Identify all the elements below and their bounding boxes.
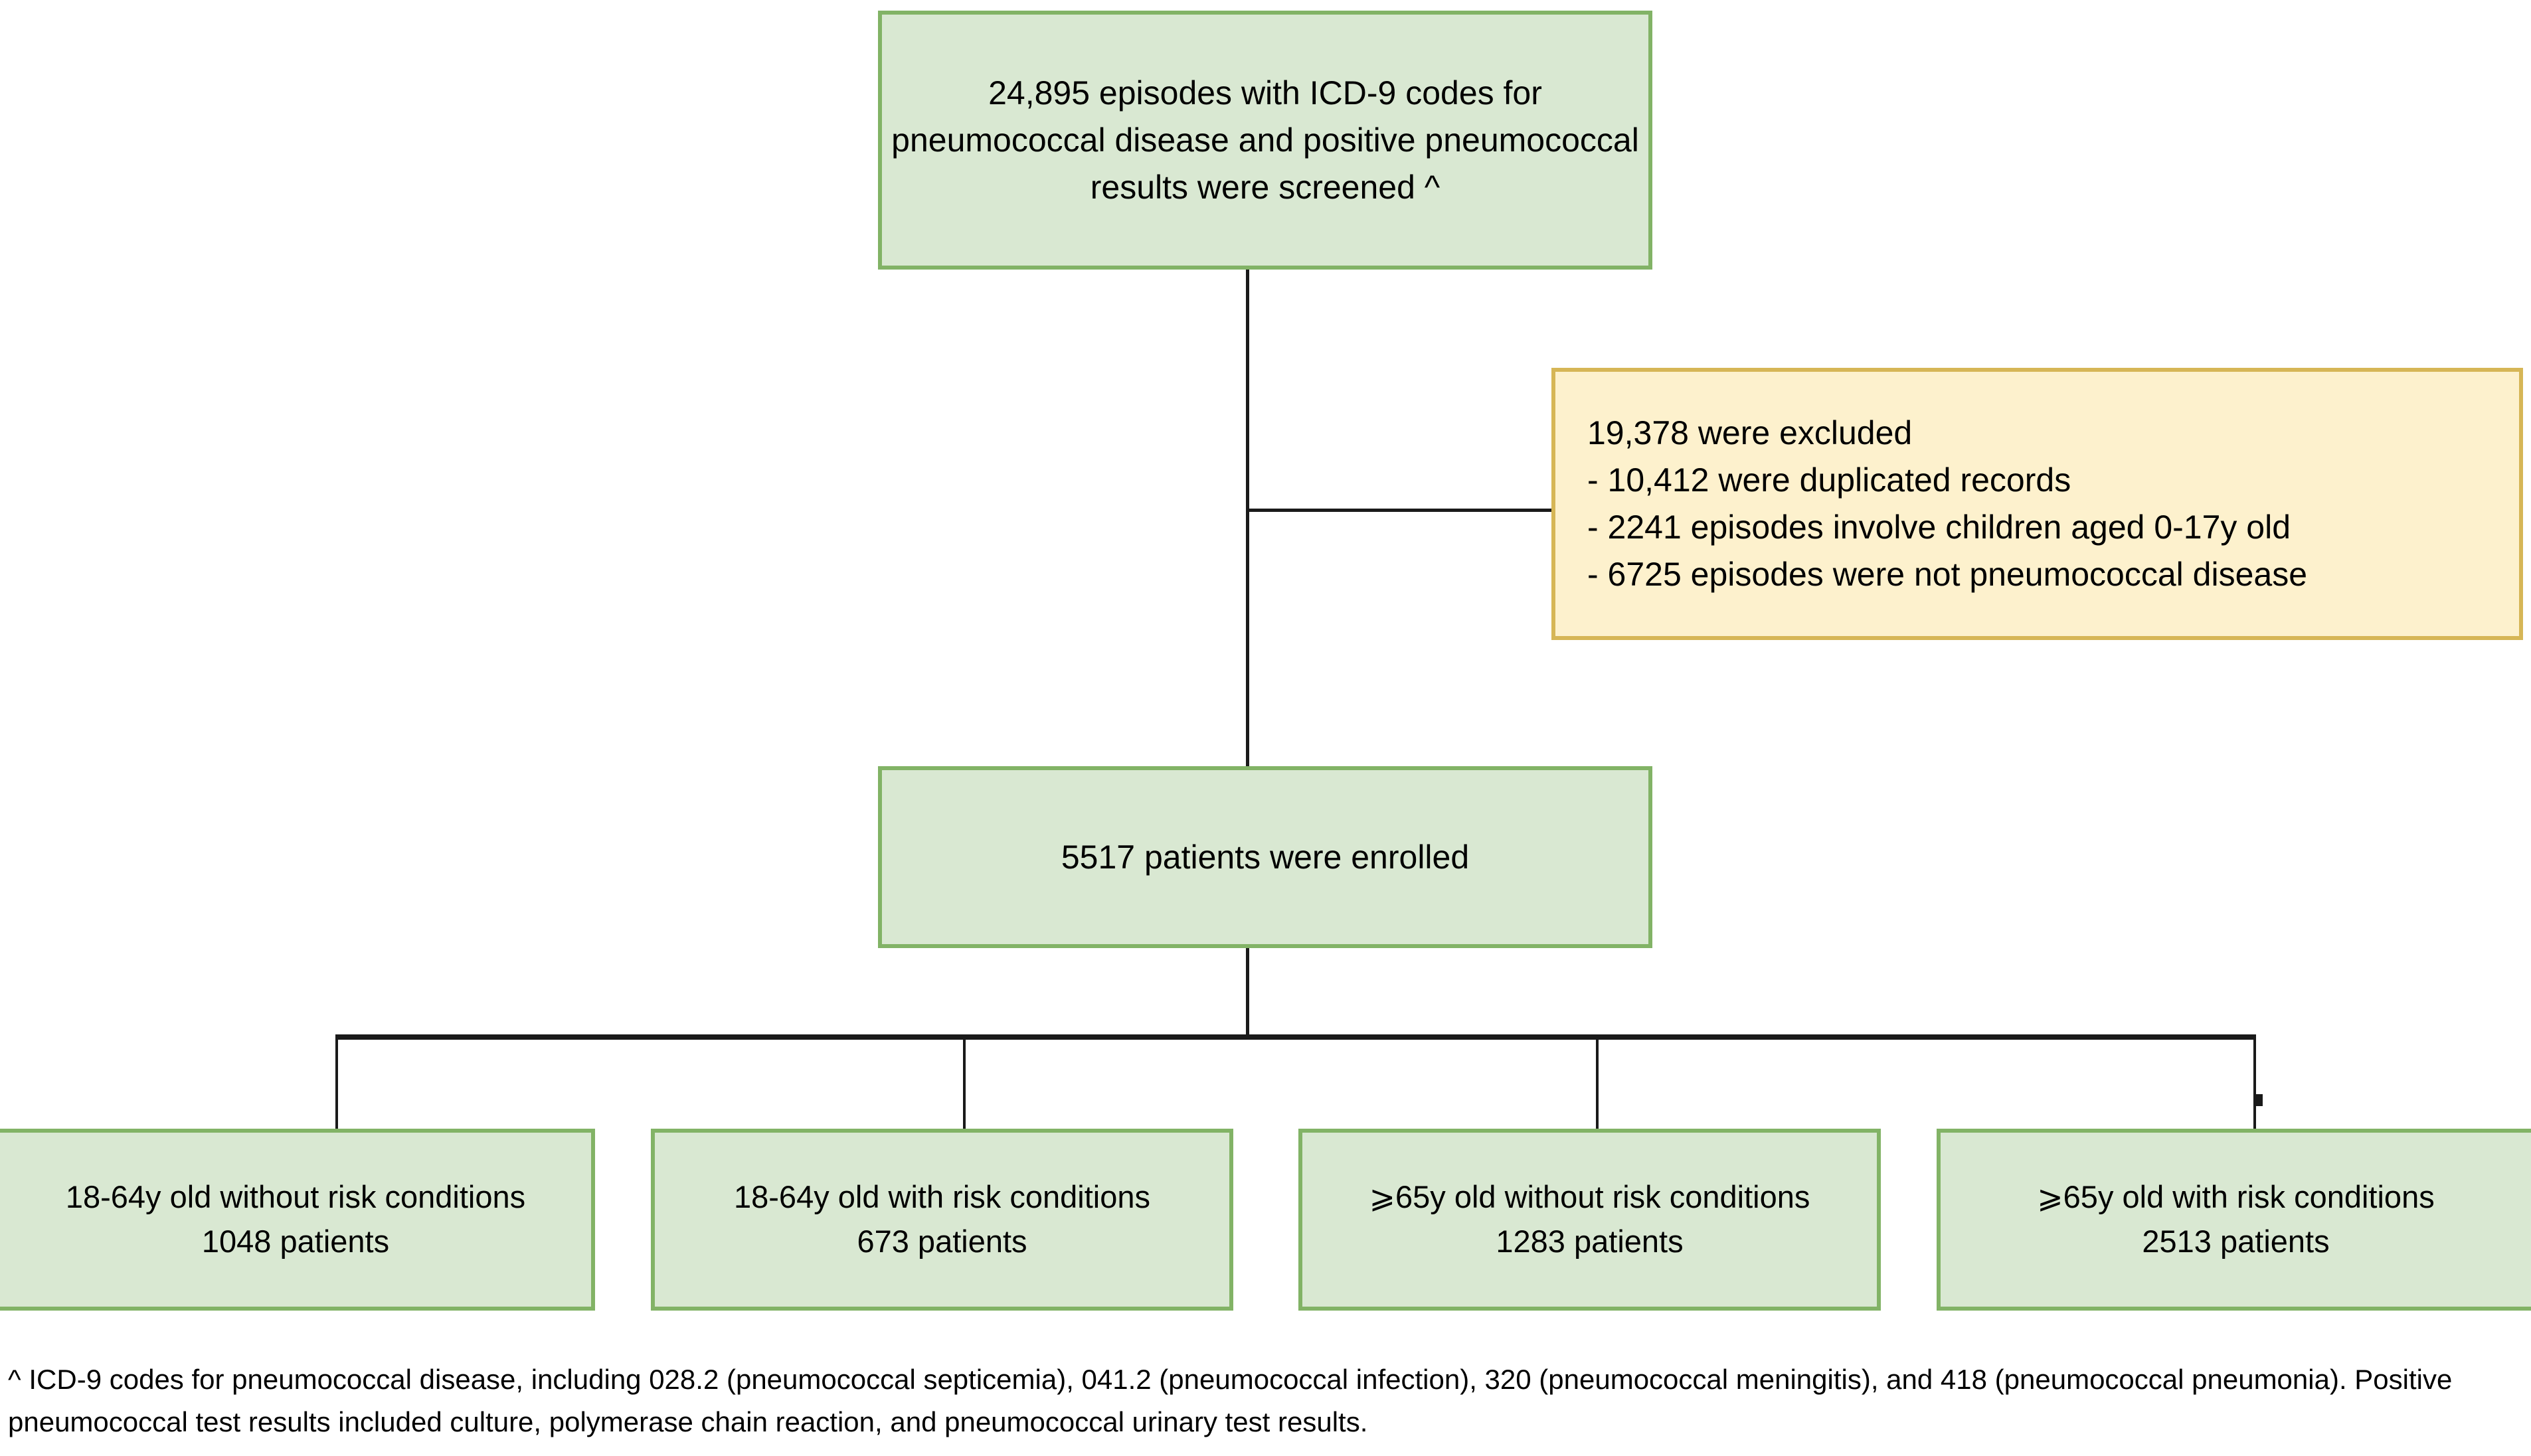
connector-drop-group-2: [963, 1037, 966, 1131]
node-group-4-text: ⩾65y old with risk conditions 2513 patie…: [2037, 1179, 2435, 1259]
node-group-18-64-without-risk: 18-64y old without risk conditions 1048 …: [0, 1129, 595, 1311]
connector-drop-group-4: [2253, 1037, 2256, 1131]
connector-screened-to-enrolled: [1246, 270, 1249, 768]
node-screened-text: 24,895 episodes with ICD-9 codes for pne…: [891, 74, 1639, 206]
node-enrolled: 5517 patients were enrolled: [878, 766, 1652, 948]
node-screened: 24,895 episodes with ICD-9 codes for pne…: [878, 11, 1652, 270]
connector-branch-distributor: [335, 1034, 2256, 1040]
node-group-65plus-with-risk: ⩾65y old with risk conditions 2513 patie…: [1937, 1129, 2531, 1311]
node-enrolled-text: 5517 patients were enrolled: [1061, 838, 1470, 876]
connector-drop-group-3: [1596, 1037, 1599, 1131]
node-group-1-text: 18-64y old without risk conditions 1048 …: [65, 1179, 526, 1259]
footnote-text: ^ ICD-9 codes for pneumococcal disease, …: [8, 1364, 2453, 1437]
connector-tick-artifact: [2253, 1094, 2263, 1106]
node-group-3-text: ⩾65y old without risk conditions 1283 pa…: [1369, 1179, 1810, 1259]
node-group-2-text: 18-64y old with risk conditions 673 pati…: [734, 1179, 1150, 1259]
connector-drop-group-1: [335, 1037, 338, 1131]
connector-enrolled-to-branches: [1246, 948, 1249, 1037]
node-excluded-text: 19,378 were excluded - 10,412 were dupli…: [1587, 414, 2308, 593]
node-excluded: 19,378 were excluded - 10,412 were dupli…: [1551, 368, 2523, 640]
node-group-65plus-without-risk: ⩾65y old without risk conditions 1283 pa…: [1298, 1129, 1881, 1311]
connector-to-exclusion-box: [1246, 509, 1553, 512]
node-group-18-64-with-risk: 18-64y old with risk conditions 673 pati…: [651, 1129, 1233, 1311]
